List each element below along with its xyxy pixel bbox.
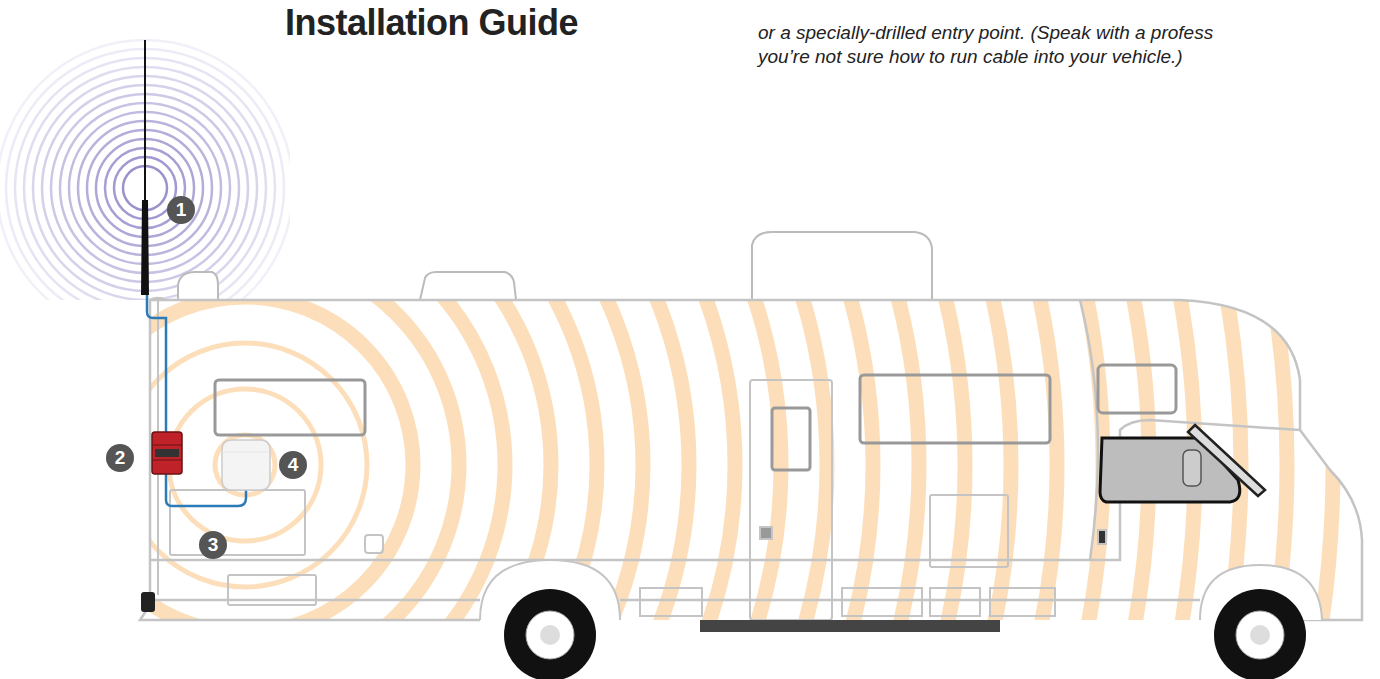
wave-stripe <box>0 0 1149 679</box>
wave-stripe <box>0 205 505 679</box>
windows <box>215 365 1176 470</box>
wave-ring <box>0 40 290 300</box>
wave-stripe <box>0 0 1241 679</box>
cab-window <box>1100 425 1265 502</box>
wave-stripe <box>0 0 965 679</box>
callout-number: 4 <box>279 451 307 479</box>
wave-stripe <box>215 435 275 495</box>
install-note: you’re not sure how to run cable into yo… <box>758 46 1183 68</box>
wave-stripe <box>0 0 781 679</box>
running-board <box>700 620 1000 632</box>
wave-stripe <box>0 0 827 679</box>
guide-title: Installation Guide <box>285 2 578 44</box>
wave-stripe <box>0 0 735 679</box>
wave-stripe <box>0 21 689 679</box>
roof-units <box>178 232 932 300</box>
compartments <box>170 380 1106 620</box>
wave-stripe <box>0 0 1057 679</box>
install-note: or a specially-drilled entry point. (Spe… <box>758 22 1213 44</box>
wave-stripe <box>0 0 1195 679</box>
wave-stripe <box>0 0 1287 679</box>
wave-stripe <box>169 389 321 541</box>
callout-number: 1 <box>167 196 195 224</box>
inside-antenna <box>222 440 270 490</box>
antenna-waves <box>0 40 290 300</box>
wave-stripe <box>31 251 459 679</box>
callout-number: 3 <box>199 531 227 559</box>
rv-body <box>140 298 1362 620</box>
wave-stripe <box>77 297 413 633</box>
wave-stripe <box>123 343 367 587</box>
wave-stripe <box>0 0 873 679</box>
signal-booster <box>152 432 182 474</box>
wave-stripe <box>0 0 1011 679</box>
wave-stripe <box>0 0 1333 679</box>
callout-number: 2 <box>106 444 134 472</box>
antenna <box>141 40 149 295</box>
wave-stripe <box>0 0 919 679</box>
wheels <box>141 560 1322 679</box>
wave-stripe <box>0 0 1103 679</box>
wave-stripe <box>0 67 643 679</box>
